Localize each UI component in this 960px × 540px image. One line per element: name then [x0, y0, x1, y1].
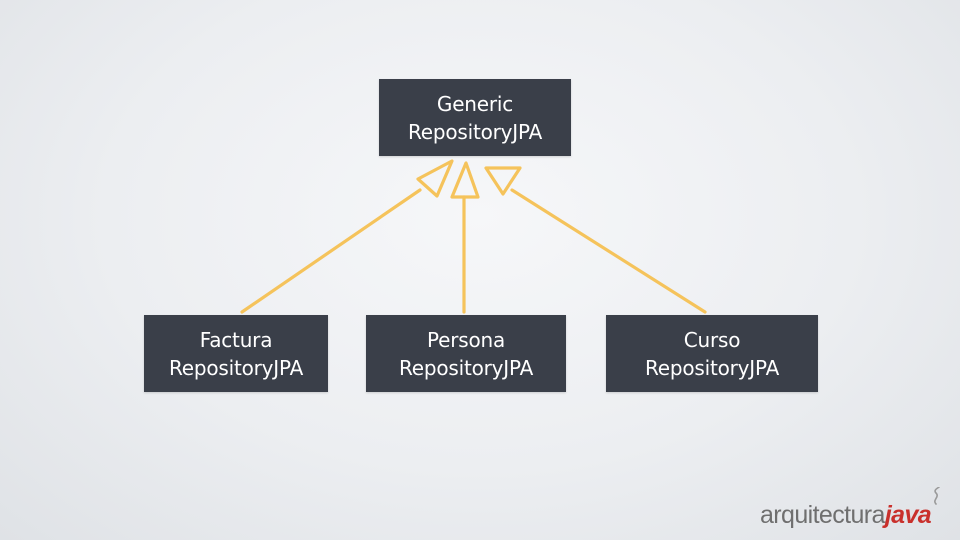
persona-line1: Persona — [426, 327, 506, 352]
arrowhead-factura — [416, 159, 454, 198]
connector-factura — [240, 188, 422, 314]
logo-text-arquitectura: arquitectura — [760, 501, 885, 529]
persona-line2: RepositoryJPA — [398, 355, 534, 380]
factura-repository-jpa-box: Factura RepositoryJPA — [144, 315, 328, 392]
generic-repository-jpa-box: Generic RepositoryJPA — [379, 79, 571, 156]
factura-line1: Factura — [199, 327, 273, 352]
generic-line1: Generic — [436, 91, 514, 116]
arrowhead-persona — [450, 161, 480, 199]
connector-curso — [510, 188, 707, 314]
persona-repository-jpa-box: Persona RepositoryJPA — [366, 315, 566, 392]
curso-line1: Curso — [683, 327, 741, 352]
curso-line2: RepositoryJPA — [644, 355, 780, 380]
curso-repository-jpa-box: Curso RepositoryJPA — [606, 315, 818, 392]
logo-text-java: java — [884, 501, 932, 529]
arquitecturajava-logo: arquitecturajava — [760, 487, 950, 533]
arrowhead-curso — [484, 166, 522, 196]
steam-icon — [934, 487, 940, 505]
factura-line2: RepositoryJPA — [168, 355, 304, 380]
generic-line2: RepositoryJPA — [407, 119, 543, 144]
